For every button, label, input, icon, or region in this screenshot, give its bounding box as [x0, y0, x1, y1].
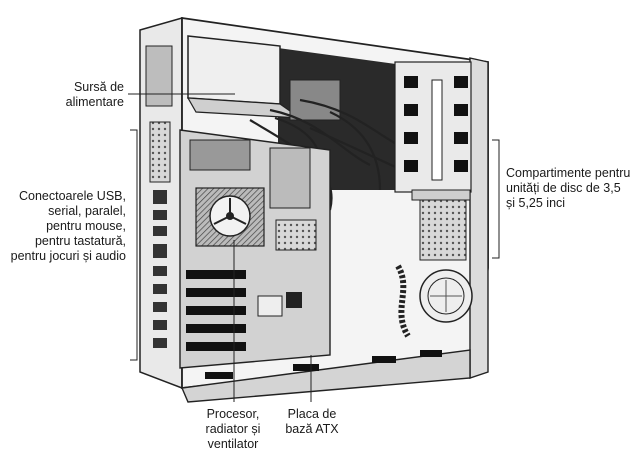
leader-lines: [128, 93, 500, 402]
label-connectors-line3: pentru mouse,: [46, 219, 126, 233]
connectors-bracket: [130, 129, 138, 361]
label-cpu-line2: radiator și: [205, 422, 261, 436]
label-cpu: Procesor, radiator și ventilator: [196, 407, 270, 452]
label-power-supply: Sursă de alimentare: [36, 80, 124, 110]
cpu-heatsink-fan: [195, 187, 265, 247]
label-cpu-line3: ventilator: [207, 437, 259, 451]
motherboard: [179, 129, 331, 369]
label-connectors-line2: serial, paralel,: [48, 204, 126, 218]
label-drive-bays: Compartimente pentru unități de disc de …: [506, 166, 634, 211]
label-connectors-line1: Conectoarele USB,: [18, 189, 126, 203]
bays-bracket: [492, 139, 500, 259]
label-connectors-line5: pentru jocuri și audio: [10, 249, 126, 263]
label-connectors-line4: pentru tastatură,: [34, 234, 126, 248]
label-drive-bays-line2: unități de disc de 3,5: [506, 181, 621, 195]
label-connectors: Conectoarele USB, serial, paralel, pentr…: [0, 189, 126, 264]
drive-bays: [394, 61, 472, 261]
label-drive-bays-line1: Compartimente pentru: [506, 166, 631, 180]
case-fan: [395, 264, 473, 338]
label-power-supply-line1: Sursă de: [73, 80, 124, 94]
label-cpu-line1: Procesor,: [206, 407, 260, 421]
label-motherboard-line2: bază ATX: [285, 422, 339, 436]
label-drive-bays-line3: și 5,25 inci: [506, 196, 566, 210]
case-feet: [205, 350, 442, 379]
label-motherboard-line1: Placa de: [287, 407, 337, 421]
label-power-supply-line2: alimentare: [65, 95, 124, 109]
label-motherboard: Placa de bază ATX: [280, 407, 344, 437]
rear-io-panel: [145, 45, 173, 348]
